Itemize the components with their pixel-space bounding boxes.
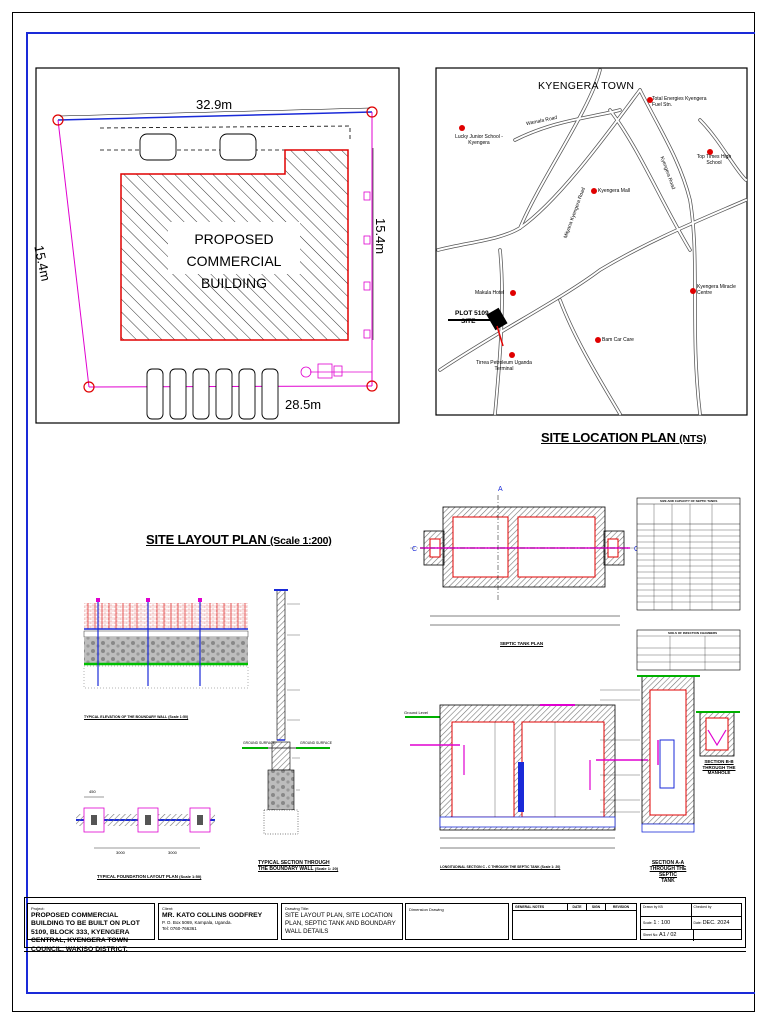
foundation-caption: TYPICAL FOUNDATION LAYOUT PLAN (Scale 1:… [97,874,202,879]
section-bb-caption: SECTION B-B THROUGH THE MANHOLE [702,759,736,775]
tb-general-notes: GENERAL NOTES DATE SIGN REVISION [512,903,637,940]
tb-sheet-info: Drawn by KB Checked by Scale: 1 : 100 Da… [640,903,742,941]
landmark-label: Tirrea Petroleum Uganda Terminal [476,360,532,372]
landmark-label: Kyengera Miracle Centre [697,284,736,296]
title-block-rule [24,948,746,952]
dim-top: 32.9m [196,97,233,112]
landmark-label: Kyengera Mall [598,188,630,194]
building-label: PROPOSED COMMERCIAL BUILDING [186,231,282,291]
septic-plan-caption: SEPTIC TANK PLAN [500,641,544,646]
foundation-dim-c: 3000 [168,850,177,855]
site-location-title: SITE LOCATION PLAN (NTS) [541,430,707,445]
ground-surface-label: GROUND SURFACE [243,741,276,745]
svg-text:C: C [634,546,639,553]
landmark-label: Makula Hotel [475,290,505,296]
drawing-border [26,32,755,994]
longitudinal-section-caption: LONGITUDINAL SECTION C - C THROUGH THE S… [440,865,561,869]
title-block [24,897,746,948]
svg-text:C: C [412,546,417,553]
ground-surface-label: GROUND SURFACE [300,741,333,745]
plot-site-label: PLOT 5109 SITE [455,310,489,325]
capacity-table-title: SIZE AND CAPACITY OF SEPTIC TANKS [660,499,718,503]
tb-client: Client: MR. KATO COLLINS GODFREY P. O. B… [158,903,278,940]
landmark-label: Total Energies Kyengera Fuel Stn. [652,96,707,108]
ground-level-label: Ground Level [404,710,429,715]
chamber-table-title: SOILS OF INFECTION CHAMBERS [668,631,718,635]
wall-elevation-caption: TYPICAL ELEVATION OF THE BOUNDARY WALL (… [84,715,189,719]
foundation-dim-a: 450 [89,789,96,794]
svg-text:A: A [498,486,503,493]
map-town-name: KYENGERA TOWN [538,80,635,92]
tb-dimension: Dimension Drawing [405,903,509,940]
dim-bottom: 28.5m [285,397,322,412]
wall-section-caption: TYPICAL SECTION THROUGH THE BOUNDARY WAL… [258,860,339,872]
landmark-label: Bam Car Care [602,337,634,343]
section-aa-caption: SECTION A-A THROUGH THE SEPTIC TANK [649,860,687,884]
landmark-label: Lucky Junior School - Kyengera [455,134,503,146]
drawing-sheet [12,12,755,1012]
tb-drawing-title: Drawing Title: SITE LAYOUT PLAN, SITE LO… [281,903,403,940]
foundation-dim-b: 3000 [116,850,125,855]
site-layout-title: SITE LAYOUT PLAN (Scale 1:200) [146,532,332,547]
landmark-label: Top Times High School [696,154,732,166]
tb-project: Project: PROPOSED COMMERCIAL BUILDING TO… [27,903,155,953]
